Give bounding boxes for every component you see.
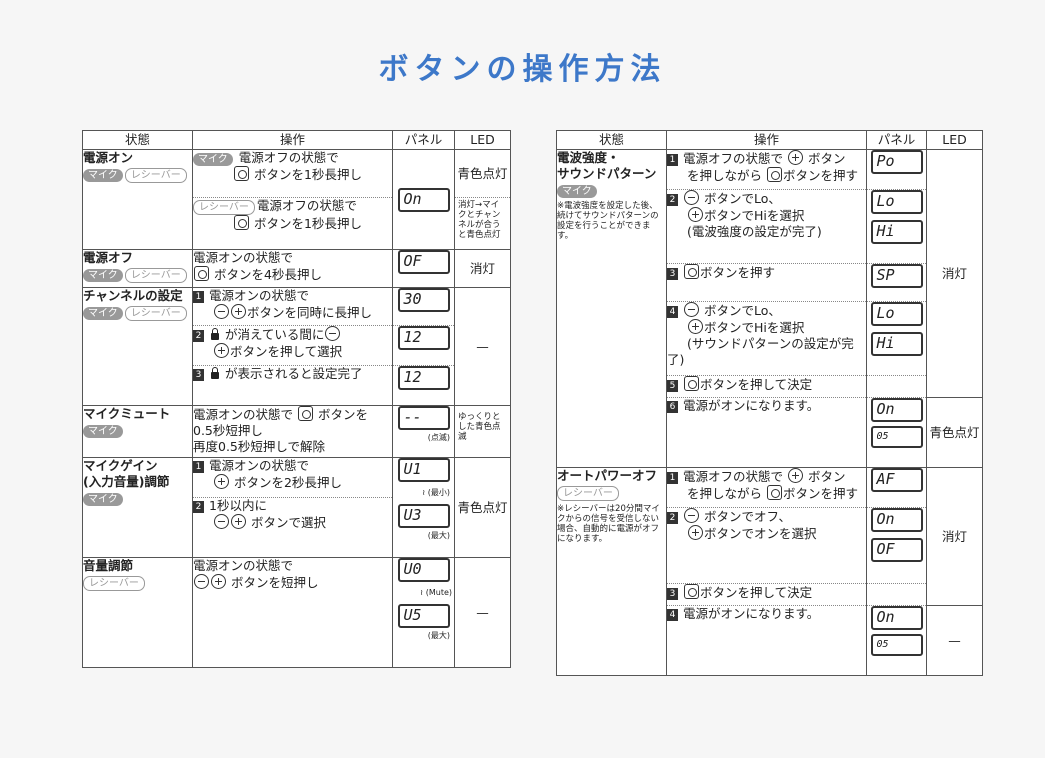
- led-mute: ゆっくりとした青色点滅: [454, 405, 511, 458]
- power-icon: [767, 167, 782, 182]
- led-autooff-1: 消灯: [926, 467, 983, 606]
- header-panel: パネル: [392, 130, 455, 150]
- op-power-on-mic: マイク 電源オフの状態で ボタンを1秒長押し: [192, 149, 393, 198]
- minus-icon: [194, 574, 209, 589]
- state-autooff: オートパワーオフレシーバー※レシーバーは20分間マイクからの信号を受信しない場合…: [556, 467, 667, 676]
- panel-autooff-1: AF: [866, 467, 927, 508]
- op-signal-4: 4 ボタンでLo、ボタンでHiを選択(サウンドパターンの設定が完了): [666, 301, 867, 376]
- plus-icon: [231, 304, 246, 319]
- minus-icon: [325, 326, 341, 341]
- plus-icon: [214, 343, 229, 358]
- state-signal: 電波強度・サウンドパターンマイク※電波強度を設定した後、続けてサウンドパターンの…: [556, 149, 667, 468]
- op-channel-3: 3 が表示されると設定完了: [192, 365, 393, 406]
- minus-icon: [684, 190, 699, 205]
- state-channel: チャンネルの設定マイクレシーバー: [82, 287, 193, 406]
- power-icon: [684, 264, 699, 279]
- plus-icon: [231, 514, 246, 529]
- op-volume: 電源オンの状態で ボタンを短押し: [192, 557, 393, 668]
- panel-power-off: OF: [392, 249, 455, 288]
- plus-icon: [688, 207, 703, 222]
- plus-icon: [788, 150, 803, 165]
- panel-channel-1: 30: [392, 287, 455, 326]
- minus-icon: [684, 508, 699, 523]
- plus-icon: [688, 319, 703, 334]
- panel-signal-1: Po: [866, 149, 927, 190]
- state-volume: 音量調節レシーバー: [82, 557, 193, 668]
- power-icon: [684, 376, 699, 391]
- power-icon: [234, 166, 249, 181]
- state-power-off: 電源オフマイクレシーバー: [82, 249, 193, 288]
- lock-icon: [211, 328, 219, 340]
- minus-icon: [684, 302, 699, 317]
- receiver-tag: レシーバー: [124, 168, 187, 183]
- led-gain: 青色点灯: [454, 457, 511, 558]
- state-gain: マイクゲイン(入力音量)調節マイク: [82, 457, 193, 558]
- op-power-on-rec: レシーバー電源オフの状態で ボタンを1秒長押し: [192, 197, 393, 250]
- led-signal-2: 青色点灯: [926, 397, 983, 468]
- lock-icon: [211, 367, 219, 379]
- page-title: ボタンの操作方法: [378, 52, 667, 87]
- led-power-on-2: 消灯→マイクとチャンネルが合うと青色点灯: [454, 197, 511, 250]
- header-state: 状態: [82, 130, 193, 150]
- led-autooff-2: —: [926, 605, 983, 676]
- minus-icon: [214, 304, 229, 319]
- header-led: LED: [454, 130, 511, 150]
- panel-volume: U0≀ (Mute)U5(最大): [392, 557, 455, 668]
- op-power-off: 電源オンの状態で ボタンを4秒長押し: [192, 249, 393, 288]
- power-icon: [767, 485, 782, 500]
- mic-tag: マイク: [83, 169, 123, 182]
- minus-icon: [214, 514, 229, 529]
- power-icon: [684, 584, 699, 599]
- state-power-on: 電源オン マイクレシーバー: [82, 149, 193, 250]
- panel-signal-3: SP: [866, 263, 927, 302]
- panel-power-on: On: [392, 149, 455, 250]
- led-power-on-1: 青色点灯: [454, 149, 511, 198]
- led-signal-1: 消灯: [926, 149, 983, 398]
- state-mute: マイクミュートマイク: [82, 405, 193, 458]
- left-table: 状態 操作 パネル LED 電源オン マイクレシーバー マイク 電源オフの状態で…: [82, 130, 511, 668]
- panel-channel-2: 12: [392, 325, 455, 366]
- panel-gain: U1≀ (最小)U3(最大): [392, 457, 455, 558]
- op-autooff-2: 2 ボタンでオフ、ボタンでオンを選択: [666, 507, 867, 584]
- op-channel-2: 2 が消えている間にボタンを押して選択: [192, 325, 393, 366]
- panel-channel-3: 12: [392, 365, 455, 406]
- plus-icon: [211, 574, 226, 589]
- power-icon: [194, 266, 209, 281]
- plus-icon: [788, 468, 803, 483]
- panel-mute: --(点滅): [392, 405, 455, 458]
- plus-icon: [214, 474, 229, 489]
- led-channel: —: [454, 287, 511, 406]
- power-icon: [298, 406, 313, 421]
- led-volume: —: [454, 557, 511, 668]
- power-icon: [234, 215, 249, 230]
- plus-icon: [688, 525, 703, 540]
- right-table: 状態 操作 パネル LED 電波強度・サウンドパターンマイク※電波強度を設定した…: [556, 130, 983, 676]
- op-signal-2: 2 ボタンでLo、ボタンでHiを選択(電波強度の設定が完了): [666, 189, 867, 264]
- led-power-off: 消灯: [454, 249, 511, 288]
- header-op: 操作: [192, 130, 393, 150]
